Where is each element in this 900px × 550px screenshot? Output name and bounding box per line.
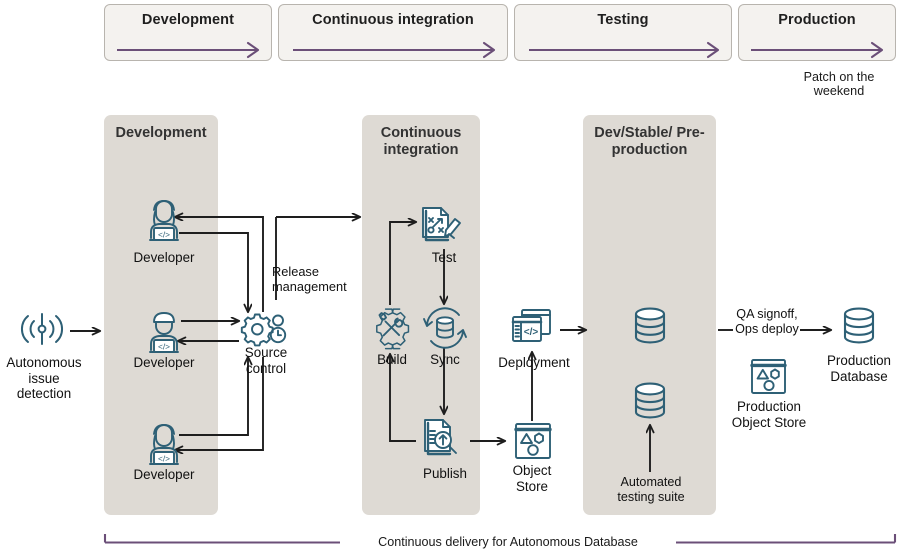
- node-label-production-object-store: Production Object Store: [731, 399, 807, 430]
- database-icon: [634, 307, 666, 344]
- node-production-object-store[interactable]: [749, 357, 789, 397]
- node-label-developer-2: Developer: [133, 355, 195, 370]
- node-label-publish: Publish: [423, 466, 467, 481]
- phase-label-development: Development: [141, 12, 235, 28]
- node-label-autonomous-issue-detection: Autonomous issue detection: [6, 355, 82, 401]
- database-icon: [634, 382, 666, 419]
- edge-label-release-management: Release management: [272, 264, 347, 294]
- node-production-database[interactable]: [838, 305, 880, 351]
- bracket-label-patch: Patch on the weekend: [772, 70, 900, 98]
- node-autonomous-issue-detection[interactable]: [14, 306, 70, 352]
- phase-box-production[interactable]: Production: [738, 4, 896, 61]
- node-label-deployment: Deployment: [498, 355, 570, 370]
- database-sync-icon: [423, 307, 467, 349]
- node-label-developer-1: Developer: [133, 250, 195, 265]
- node-label-build: Build: [377, 352, 407, 367]
- developer-icon: </>: [149, 200, 179, 241]
- lane-title-dev-stable-preproduction: Dev/Stable/ Pre-production: [594, 125, 705, 158]
- svg-text:</>: </>: [524, 327, 539, 338]
- svg-text:</>: </>: [158, 342, 170, 352]
- node-sync[interactable]: [422, 305, 468, 351]
- phase-box-testing[interactable]: Testing: [514, 4, 732, 61]
- gear-clock-icon: [240, 313, 287, 347]
- node-db-lower[interactable]: [629, 380, 671, 426]
- node-label-production-database: Production Database: [826, 353, 892, 384]
- gear-tools-icon: [376, 308, 410, 350]
- node-publish[interactable]: [419, 416, 469, 464]
- phase-label-production: Production: [778, 12, 856, 28]
- object-store-icon: [514, 423, 552, 459]
- svg-text:</>: </>: [158, 230, 170, 240]
- svg-text:</>: </>: [158, 454, 170, 464]
- node-build[interactable]: [370, 306, 414, 350]
- developer-icon: </>: [149, 424, 179, 465]
- node-label-test: Test: [431, 250, 457, 265]
- lane-title-development: Development: [115, 125, 207, 141]
- node-test[interactable]: [419, 200, 469, 248]
- phase-arrow-testing: [529, 41, 720, 59]
- signal-broadcast-icon: [21, 313, 63, 345]
- node-label-sync: Sync: [430, 352, 460, 367]
- lane-title-continuous-integration: Continuous integration: [380, 125, 462, 158]
- node-source-control[interactable]: [240, 309, 290, 349]
- node-developer-3[interactable]: </>: [141, 422, 187, 470]
- node-db-upper[interactable]: [629, 305, 671, 351]
- phase-arrow-development: [117, 41, 260, 59]
- node-deployment[interactable]: </>: [509, 306, 559, 352]
- phase-label-testing: Testing: [597, 12, 649, 28]
- phase-box-continuous-integration[interactable]: Continuous integration: [278, 4, 508, 61]
- phase-box-development[interactable]: Development: [104, 4, 272, 61]
- phase-label-continuous-integration: Continuous integration: [312, 12, 474, 28]
- node-developer-1[interactable]: </>: [141, 198, 187, 246]
- phase-arrow-production: [751, 41, 884, 59]
- windows-code-icon: </>: [511, 309, 551, 342]
- node-object-store[interactable]: [512, 420, 554, 462]
- edge-label-qa-signoff-ops-deploy: QA signoff, Ops deploy: [735, 307, 799, 336]
- edge-label-automated-testing-suite: Automated testing suite: [617, 475, 685, 504]
- phase-arrow-continuous-integration: [293, 41, 496, 59]
- object-store-icon: [750, 359, 787, 394]
- database-icon: [843, 307, 875, 344]
- node-label-object-store: Object Store: [512, 463, 552, 494]
- developer-icon: </>: [149, 312, 179, 353]
- bottom-bracket: [103, 534, 897, 544]
- document-pencil-icon: [422, 207, 461, 242]
- node-developer-2[interactable]: </>: [141, 310, 187, 358]
- bottom-bracket-label: Continuous delivery for Autonomous Datab…: [340, 535, 676, 550]
- node-label-source-control: Source control: [244, 345, 288, 376]
- document-upload-search-icon: [424, 419, 457, 456]
- node-label-developer-3: Developer: [133, 467, 195, 482]
